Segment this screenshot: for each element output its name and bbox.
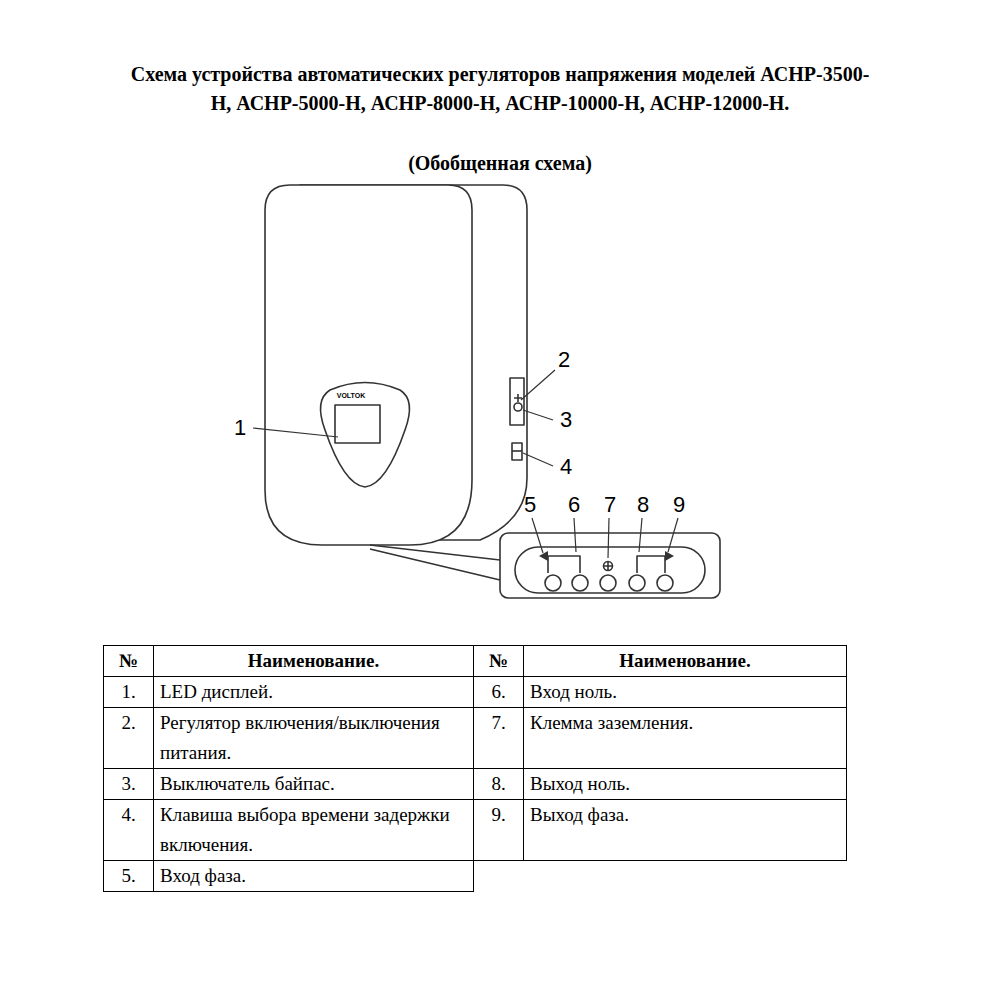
- callout-number: 6: [568, 493, 580, 517]
- item-number: 3.: [121, 773, 135, 794]
- table-header: №: [489, 650, 508, 671]
- table-cell: Регулятор включения/выключения питания.: [154, 708, 474, 769]
- table-cell: Вход ноль.: [524, 677, 847, 708]
- table-row: 1. LED дисплей. 6. Вход ноль.: [104, 677, 847, 708]
- terminal-input-phase: [545, 575, 561, 591]
- table-cell: 7.: [474, 708, 524, 769]
- table-cell: Наименование.: [524, 646, 847, 677]
- item-number: 7.: [491, 712, 505, 733]
- callout-number: 9: [673, 493, 685, 517]
- terminal-block: [515, 547, 705, 593]
- item-name: Выключатель байпас.: [160, 773, 335, 794]
- item-name: Выход фаза.: [530, 804, 629, 825]
- table-cell: 2.: [104, 708, 154, 769]
- input-arrow: [539, 551, 548, 561]
- table-cell: LED дисплей.: [154, 677, 474, 708]
- delay-key-split: [512, 450, 522, 452]
- cable-lines: [370, 545, 500, 580]
- terminal-input-neutral: [572, 575, 588, 591]
- output-bracket: [637, 556, 665, 573]
- leader-line: [532, 518, 543, 553]
- callout-number: 4: [560, 455, 572, 479]
- table-cell: Клемма заземления.: [524, 708, 847, 769]
- power-switch-lever: [514, 394, 522, 402]
- callout-number: 5: [524, 493, 536, 517]
- table-cell: Выключатель байпас.: [154, 769, 474, 800]
- callout-number: 3: [560, 408, 572, 432]
- callout-number: 2: [558, 348, 570, 372]
- item-name: Вход фаза.: [160, 865, 246, 886]
- bypass-toggle: [514, 403, 522, 411]
- leader-line: [523, 410, 553, 420]
- item-name: Вход ноль.: [530, 681, 617, 702]
- power-switch-frame: [510, 378, 524, 425]
- ground-symbol-mark: [604, 562, 612, 570]
- table-cell: [524, 861, 847, 892]
- table-cell: 8.: [474, 769, 524, 800]
- item-number: 9.: [491, 804, 505, 825]
- subtitle: (Обобщенная схема): [408, 149, 592, 178]
- input-bracket: [548, 556, 580, 573]
- item-name: Клемма заземления.: [530, 712, 693, 733]
- callout-number: 7: [604, 493, 616, 517]
- display-panel: [321, 383, 410, 488]
- diagram-title: Схема устройства автоматических регулято…: [130, 60, 870, 118]
- callout-number: 1: [234, 416, 246, 440]
- table-cell: 5.: [104, 861, 154, 892]
- brand-logo: VOLTOK: [337, 392, 366, 400]
- item-number: 5.: [121, 865, 135, 886]
- item-name: LED дисплей.: [160, 681, 273, 702]
- terminal-panel: [500, 533, 720, 598]
- item-number: 6.: [491, 681, 505, 702]
- table-cell: Выход фаза.: [524, 800, 847, 861]
- table-cell: 6.: [474, 677, 524, 708]
- item-name: Выход ноль.: [530, 773, 630, 794]
- leader-line: [668, 518, 678, 552]
- leader-line: [521, 370, 555, 400]
- leader-line: [523, 453, 553, 466]
- table-cell: 4.: [104, 800, 154, 861]
- leader-line: [639, 518, 642, 552]
- item-number: 8.: [491, 773, 505, 794]
- ground-symbol: [604, 562, 613, 571]
- table-cell: №: [474, 646, 524, 677]
- table-cell: [474, 861, 524, 892]
- leader-line: [253, 428, 338, 437]
- table-row: 3. Выключатель байпас. 8. Выход ноль.: [104, 769, 847, 800]
- terminal-output-neutral: [629, 575, 645, 591]
- table-row: 4. Клавиша выбора времени задержки включе…: [104, 800, 847, 861]
- item-number: 1.: [121, 681, 135, 702]
- terminal-ground: [600, 575, 616, 591]
- terminal-output-phase: [657, 575, 673, 591]
- table-cell: Клавиша выбора времени задержки включени…: [154, 800, 474, 861]
- table-cell: 3.: [104, 769, 154, 800]
- table-cell: Наименование.: [154, 646, 474, 677]
- table-row: 5. Вход фаза.: [104, 861, 847, 892]
- table-header: №: [119, 650, 138, 671]
- parts-table: № Наименование. № Наименование. 1. LED диспле…: [103, 645, 847, 892]
- table-cell: Выход ноль.: [524, 769, 847, 800]
- item-number: 4.: [121, 804, 135, 825]
- table-row: 2. Регулятор включения/выключения питания…: [104, 708, 847, 769]
- leader-line: [574, 518, 576, 552]
- led-display: [335, 405, 380, 443]
- housing-front: [265, 185, 472, 545]
- callout-number: 8: [637, 493, 649, 517]
- output-arrow: [665, 551, 674, 561]
- item-number: 2.: [121, 712, 135, 733]
- leader-line: [608, 518, 609, 558]
- item-name: Клавиша выбора времени задержки включени…: [160, 804, 450, 855]
- table-cell: 9.: [474, 800, 524, 861]
- table-row: № Наименование. № Наименование.: [104, 646, 847, 677]
- item-name: Регулятор включения/выключения питания.: [160, 712, 440, 763]
- delay-key: [512, 443, 522, 460]
- table-cell: 1.: [104, 677, 154, 708]
- table-header: Наименование.: [248, 650, 379, 671]
- table-header: Наименование.: [619, 650, 750, 671]
- table-cell: Вход фаза.: [154, 861, 474, 892]
- table-cell: №: [104, 646, 154, 677]
